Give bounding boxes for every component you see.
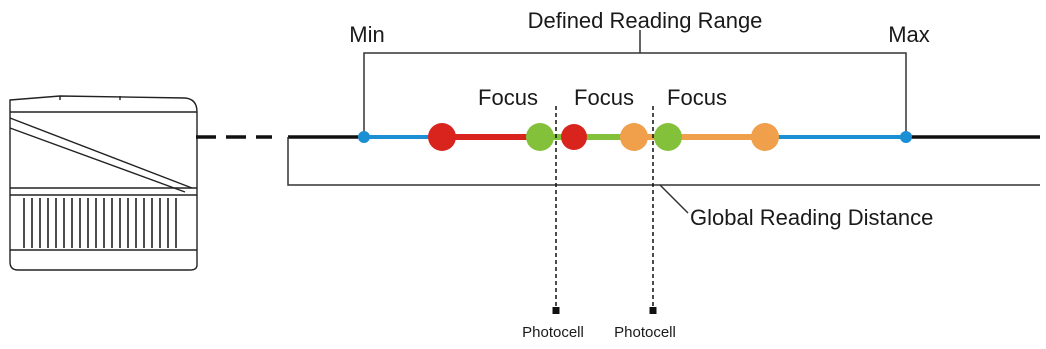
photocell-sensor-2 [649, 307, 657, 314]
focus-orange-end [751, 123, 779, 151]
defined-range-label: Defined Reading Range [528, 8, 763, 33]
photocell-sensor-1 [552, 307, 560, 314]
defined-range-bracket [363, 52, 907, 137]
global-distance-label: Global Reading Distance [690, 205, 933, 230]
global-distance-leader [659, 184, 689, 214]
min-label: Min [349, 22, 384, 47]
focus-green-start [526, 123, 554, 151]
focus-red-start [428, 123, 456, 151]
photocell-label-2: Photocell [614, 324, 676, 341]
photocell-label-1: Photocell [522, 324, 584, 341]
focus-red-end [561, 124, 587, 150]
focus-label-3: Focus [667, 85, 727, 110]
max-marker [900, 131, 912, 143]
focus-green-end [654, 123, 682, 151]
min-marker [358, 131, 370, 143]
scanner-vent-slots [23, 198, 177, 248]
focus-label-2: Focus [574, 85, 634, 110]
barcode-scanner-device-icon [9, 95, 198, 271]
max-label: Max [888, 22, 930, 47]
focus-orange-start [620, 123, 648, 151]
focus-label-1: Focus [478, 85, 538, 110]
global-distance-bracket [287, 137, 1040, 186]
